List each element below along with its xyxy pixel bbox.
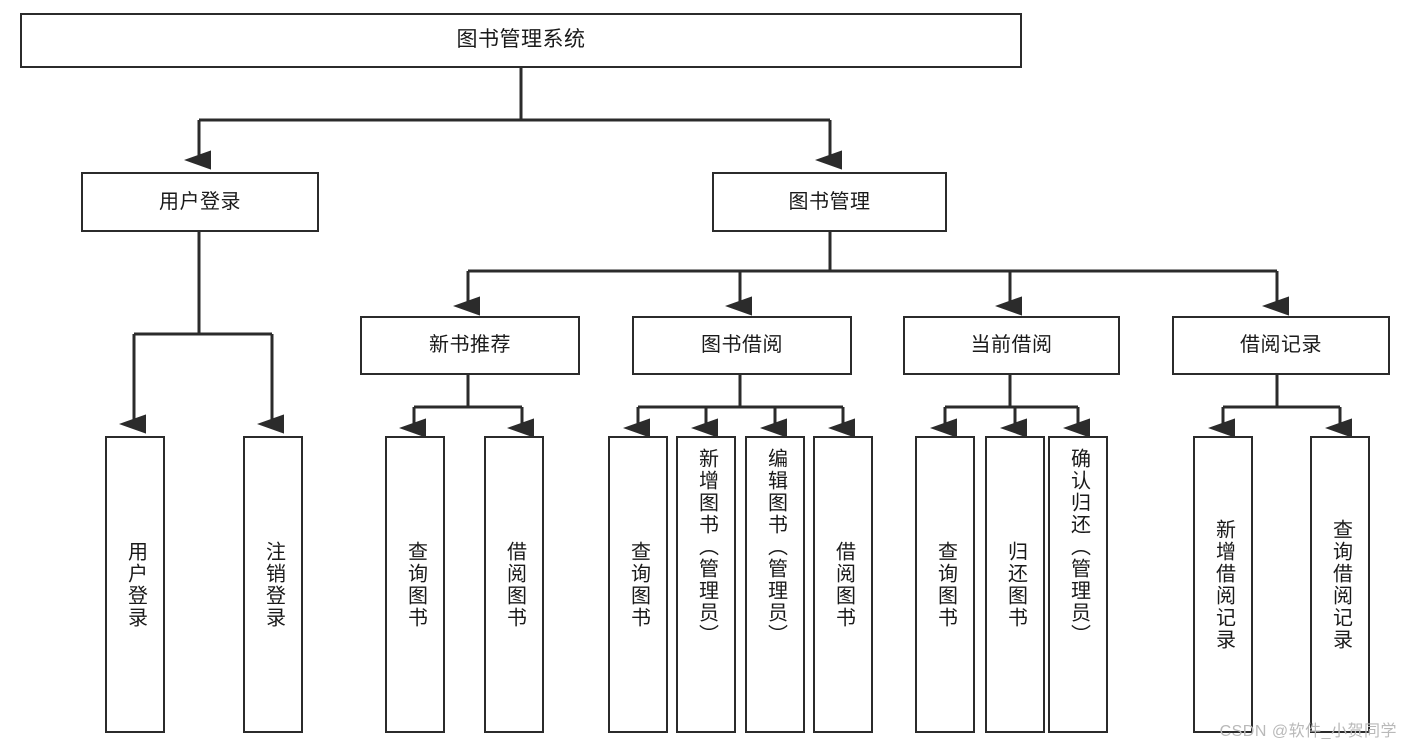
node-label: 借阅图书 (503, 540, 526, 629)
leaf-user-login[interactable]: 用户登录 (105, 436, 165, 733)
node-label: 查询借阅记录 (1329, 518, 1352, 651)
leaf-logout-login[interactable]: 注销登录 (243, 436, 303, 733)
node-label: 查询图书 (404, 540, 427, 629)
node-new-book-recommend[interactable]: 新书推荐 (360, 316, 580, 375)
node-label: 查询图书 (627, 540, 650, 629)
node-label: 新增借阅记录 (1212, 518, 1235, 651)
leaf-add-book-admin[interactable]: 新增图书（管理员） (676, 436, 736, 733)
node-label: 归还图书 (1004, 540, 1027, 629)
node-label: 借阅记录 (1240, 334, 1322, 356)
node-label: 查询图书 (934, 540, 957, 629)
node-current-borrow[interactable]: 当前借阅 (903, 316, 1120, 375)
watermark: CSDN @软件_小贺同学 (1219, 723, 1397, 740)
node-user-login[interactable]: 用户登录 (81, 172, 319, 232)
leaf-query-book-current[interactable]: 查询图书 (915, 436, 975, 733)
node-label: 图书借阅 (701, 334, 783, 356)
node-label: 借阅图书 (832, 540, 855, 629)
node-label: 用户登录 (159, 190, 241, 213)
node-label: 当前借阅 (970, 334, 1053, 356)
node-book-management[interactable]: 图书管理 (712, 172, 947, 232)
node-label: 新书推荐 (429, 334, 511, 356)
leaf-confirm-return-admin[interactable]: 确认归还（管理员） (1048, 436, 1108, 733)
node-label: 图书管理系统 (456, 28, 586, 52)
leaf-add-borrow-record[interactable]: 新增借阅记录 (1193, 436, 1253, 733)
node-borrow-record[interactable]: 借阅记录 (1172, 316, 1390, 375)
node-label: 图书管理 (788, 190, 871, 213)
leaf-borrow-book[interactable]: 借阅图书 (813, 436, 873, 733)
leaf-borrow-book-recommend[interactable]: 借阅图书 (484, 436, 544, 733)
node-label: 确认归还（管理员） (1067, 448, 1090, 646)
node-label: 注销登录 (262, 540, 285, 629)
leaf-query-book-borrow[interactable]: 查询图书 (608, 436, 668, 733)
node-label: 编辑图书（管理员） (764, 448, 787, 646)
leaf-query-book-recommend[interactable]: 查询图书 (385, 436, 445, 733)
node-book-borrow[interactable]: 图书借阅 (632, 316, 852, 375)
node-root-system[interactable]: 图书管理系统 (20, 13, 1022, 68)
leaf-edit-book-admin[interactable]: 编辑图书（管理员） (745, 436, 805, 733)
node-label: 新增图书（管理员） (695, 448, 718, 646)
leaf-return-book[interactable]: 归还图书 (985, 436, 1045, 733)
node-label: 用户登录 (124, 540, 147, 629)
leaf-query-borrow-record[interactable]: 查询借阅记录 (1310, 436, 1370, 733)
